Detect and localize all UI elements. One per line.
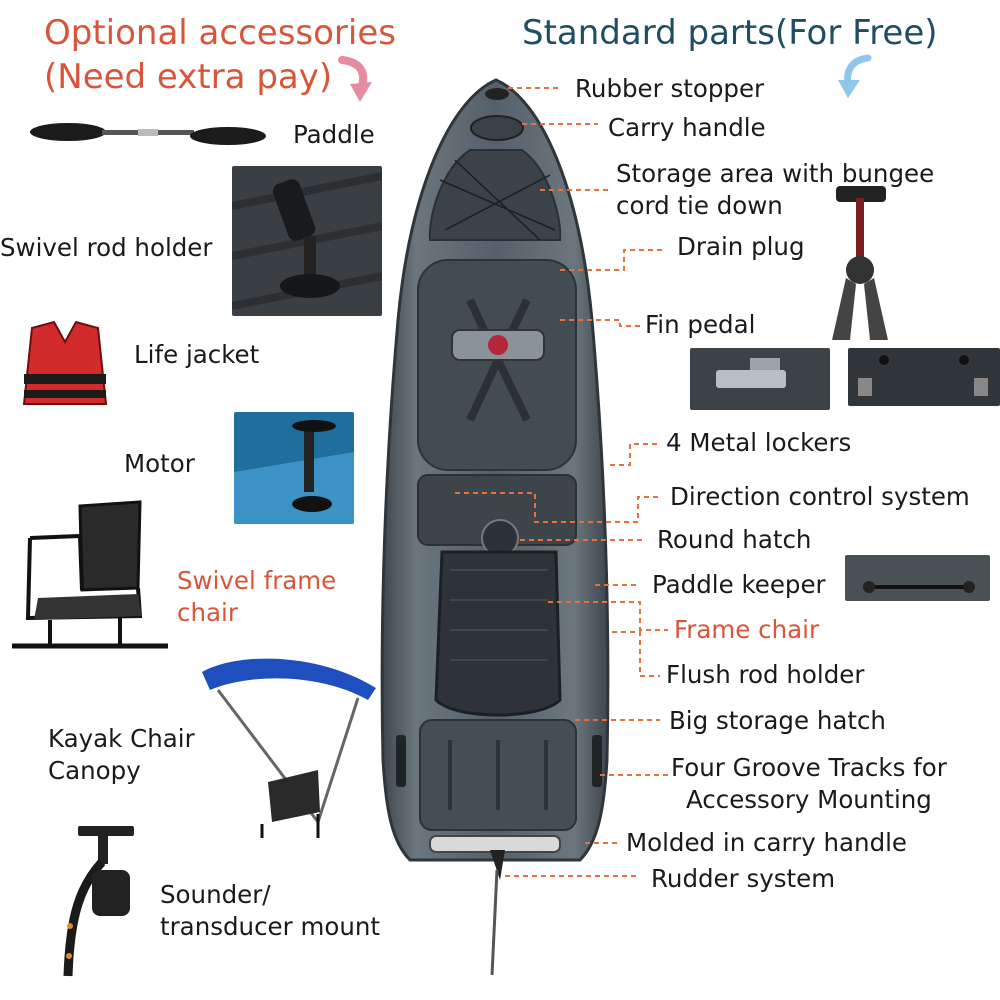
part-drain-plug-label: Drain plug xyxy=(677,232,805,261)
optional-accessories-heading: Optional accessories (Need extra pay) xyxy=(44,12,396,99)
paddle-keeper-photo xyxy=(845,555,990,601)
part-metal-lockers-label: 4 Metal lockers xyxy=(666,428,852,457)
life-jacket-icon xyxy=(22,320,108,405)
accessory-paddle-label: Paddle xyxy=(293,120,375,149)
part-big-storage-hatch-label: Big storage hatch xyxy=(669,706,886,735)
part-rudder-system-label: Rudder system xyxy=(651,864,836,893)
part-storage-area-label: Storage area with bungee cord tie down xyxy=(616,159,935,221)
part-fin-pedal-label: Fin pedal xyxy=(645,310,756,339)
part-paddle-keeper-label: Paddle keeper xyxy=(652,570,826,599)
part-flush-rod-holder-label: Flush rod holder xyxy=(666,660,865,689)
pink-arrow-icon xyxy=(338,56,372,102)
accessory-swivel-rod-holder-label: Swivel rod holder xyxy=(0,233,213,262)
metal-locker-photo xyxy=(690,348,830,410)
part-rubber-stopper-label: Rubber stopper xyxy=(575,74,765,103)
swivel-chair-icon xyxy=(12,500,168,649)
accessory-sounder-mount-label: Sounder/ transducer mount xyxy=(160,880,380,942)
accessory-life-jacket-label: Life jacket xyxy=(134,340,260,369)
part-frame-chair-label: Frame chair xyxy=(674,615,820,644)
swivel-rod-holder-photo xyxy=(232,166,382,316)
accessory-swivel-frame-chair-label: Swivel frame chair xyxy=(177,566,337,628)
accessory-kayak-chair-canopy-label: Kayak Chair Canopy xyxy=(48,724,195,786)
fin-pedal-photo xyxy=(832,186,888,340)
motor-photo xyxy=(234,412,354,524)
optional-heading-line1: Optional accessories xyxy=(44,13,396,53)
metal-locker-photo-2 xyxy=(848,348,1000,406)
sounder-mount-icon xyxy=(63,826,134,977)
optional-heading-line2: (Need extra pay) xyxy=(44,56,333,97)
part-carry-handle-label: Carry handle xyxy=(608,113,766,142)
part-round-hatch-label: Round hatch xyxy=(657,525,812,554)
part-groove-tracks-label: Four Groove Tracks for Accessory Mountin… xyxy=(671,753,947,815)
paddle-icon xyxy=(30,123,266,145)
part-direction-control-label: Direction control system xyxy=(670,482,970,511)
part-molded-carry-handle-label: Molded in carry handle xyxy=(626,828,908,857)
accessory-motor-label: Motor xyxy=(124,449,195,478)
canopy-icon xyxy=(202,658,376,838)
blue-arrow-icon xyxy=(838,54,872,98)
standard-parts-heading: Standard parts(For Free) xyxy=(522,13,938,53)
